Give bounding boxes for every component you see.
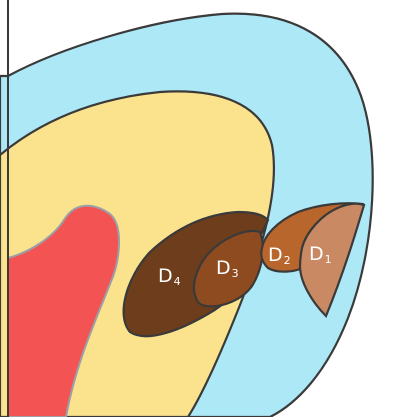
label-d2: D2 — [268, 246, 291, 266]
label-d3: D3 — [216, 259, 239, 279]
label-d4: D4 — [158, 267, 181, 287]
label-d1: D1 — [309, 245, 332, 265]
